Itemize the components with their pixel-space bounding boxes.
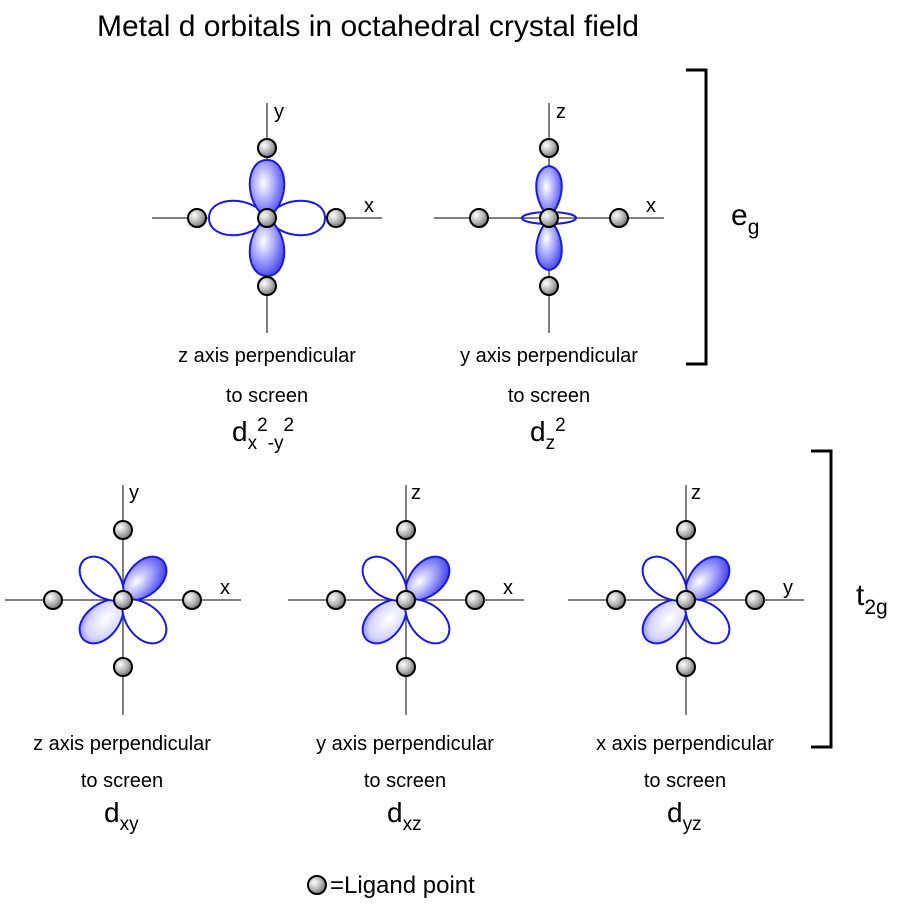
caption-line-1: x axis perpendicular <box>596 733 774 755</box>
lobe-lower-right <box>684 598 731 645</box>
caption-line-1: z axis perpendicular <box>178 345 356 367</box>
ligand-point <box>609 208 629 228</box>
caption-line-2: to screen <box>226 385 308 407</box>
orbital-label-dxy: dxy <box>104 797 139 835</box>
caption-line-1: y axis perpendicular <box>316 733 494 755</box>
lobe-lower-right <box>121 598 168 645</box>
lobe-upper-left <box>78 555 125 602</box>
lobe-left <box>207 199 269 237</box>
ligand-point <box>745 590 765 610</box>
orbital-label-dx2y2: dx2-y2 <box>232 415 294 454</box>
caption-line-2: to screen <box>644 770 726 792</box>
orbital-label-dz2: dz2 <box>530 415 566 454</box>
ligand-point <box>43 590 63 610</box>
orbital-dyz: z y <box>568 482 804 715</box>
ligand-point <box>257 138 277 158</box>
orbital-dxy: y x <box>5 482 241 715</box>
ligand-point <box>326 590 346 610</box>
t2g-label: t2g <box>856 579 888 619</box>
lobe-upper-left <box>361 555 408 602</box>
axis-label-vertical: y <box>129 482 139 504</box>
ligand-point <box>396 657 416 677</box>
orbital-label-dxz: dxz <box>387 797 422 835</box>
ligand-point <box>182 590 202 610</box>
orbital-dx2y2: y x <box>152 101 382 333</box>
ligand-point <box>257 276 277 296</box>
ligand-point <box>465 590 485 610</box>
ligand-point <box>187 208 207 228</box>
caption-line-2: to screen <box>508 385 590 407</box>
eg-bracket <box>686 68 708 366</box>
ligand-point <box>539 276 559 296</box>
lobe-upper-right <box>121 555 168 602</box>
lobe-top <box>535 164 563 220</box>
ligand-point <box>539 138 559 158</box>
metal-center <box>113 590 133 610</box>
lobe-bottom <box>535 216 563 272</box>
axis-label-vertical: y <box>274 101 284 123</box>
metal-center <box>257 208 277 228</box>
ligand-point <box>396 520 416 540</box>
axis-label-vertical: z <box>411 482 421 504</box>
legend: =Ligand point <box>307 872 475 899</box>
ligand-point <box>676 520 696 540</box>
lobe-upper-right <box>684 555 731 602</box>
ligand-point <box>326 208 346 228</box>
lobe-top <box>248 158 286 220</box>
t2g-bracket <box>811 449 833 749</box>
orbital-label-dyz: dyz <box>667 797 702 835</box>
ligand-point <box>606 590 626 610</box>
axis-label-horizontal: x <box>503 577 513 599</box>
axis-label-horizontal: x <box>220 577 230 599</box>
eg-label: eg <box>731 199 759 239</box>
page-title: Metal d orbitals in octahedral crystal f… <box>97 10 639 43</box>
caption-line-2: to screen <box>81 770 163 792</box>
metal-center <box>396 590 416 610</box>
lobe-lower-right <box>404 598 451 645</box>
ligand-point <box>469 208 489 228</box>
ligand-point <box>676 657 696 677</box>
caption-line-1: y axis perpendicular <box>460 345 638 367</box>
caption-line-2: to screen <box>364 770 446 792</box>
orbital-dxz: z x <box>288 482 524 715</box>
lobe-upper-right <box>404 555 451 602</box>
metal-center <box>676 590 696 610</box>
ligand-point <box>113 657 133 677</box>
axis-label-horizontal: y <box>783 577 793 599</box>
orbital-dz2: z x <box>434 101 664 333</box>
lobe-upper-left <box>641 555 688 602</box>
caption-line-1: z axis perpendicular <box>33 733 211 755</box>
ligand-point <box>113 520 133 540</box>
axis-label-vertical: z <box>556 101 566 123</box>
lobe-lower-left <box>361 598 408 645</box>
axis-label-vertical: z <box>691 482 701 504</box>
legend-text: =Ligand point <box>330 872 475 899</box>
lobe-lower-left <box>78 598 125 645</box>
metal-center <box>539 208 559 228</box>
lobe-right <box>265 199 327 237</box>
lobe-lower-left <box>641 598 688 645</box>
legend-ligand-icon <box>307 875 327 895</box>
axis-label-horizontal: x <box>646 195 656 217</box>
axis-label-horizontal: x <box>364 195 374 217</box>
